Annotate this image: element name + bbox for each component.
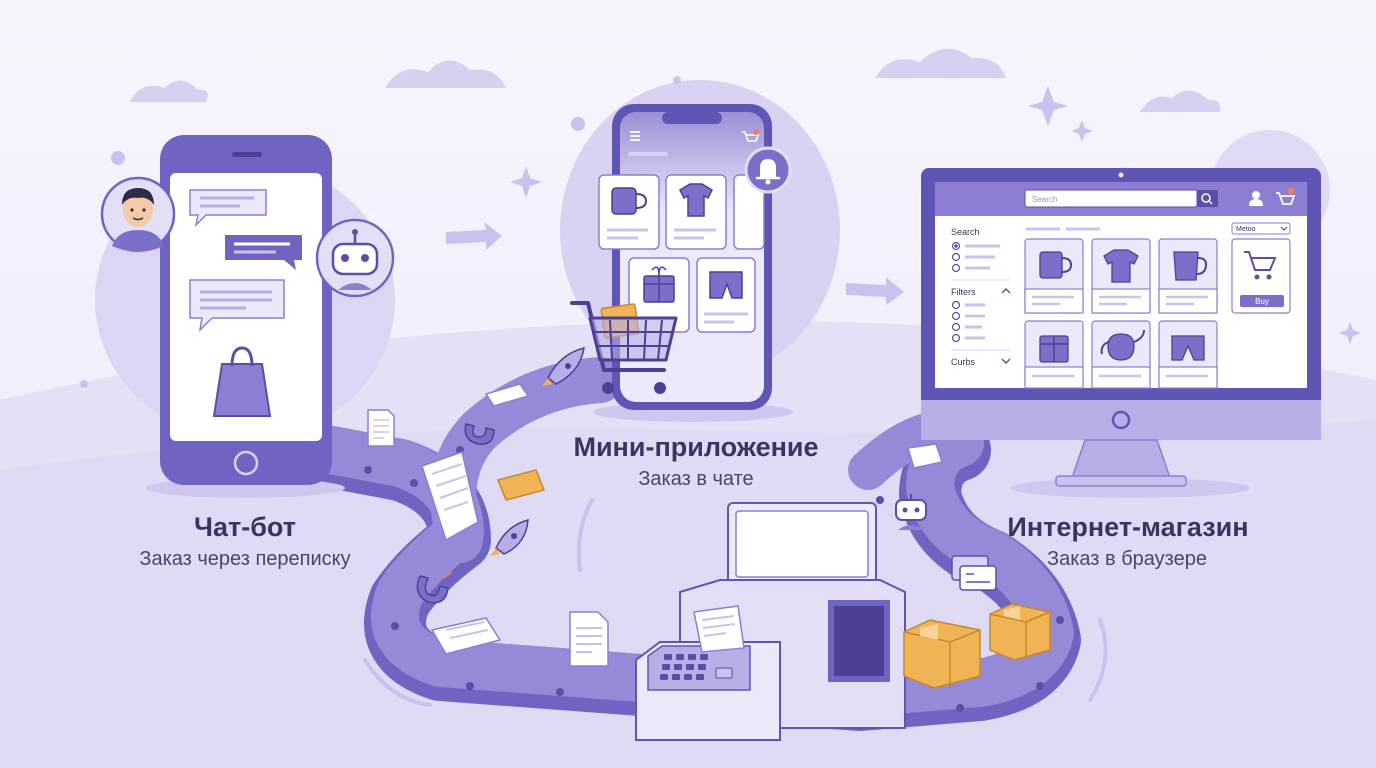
receipt-icon — [693, 605, 745, 653]
rocket-icon — [490, 346, 585, 556]
receipt-long-icon — [421, 451, 479, 542]
product-card — [1091, 320, 1151, 389]
product-card — [1091, 238, 1151, 314]
magnet-icon — [416, 423, 495, 604]
miniapp-title: Мини-приложение — [573, 432, 819, 462]
select-chevron-icon — [1280, 226, 1288, 231]
miniapp-phone — [593, 104, 793, 422]
keypad-icon — [660, 654, 733, 680]
search-icon — [1201, 193, 1213, 205]
shopping-cart-icon — [570, 301, 678, 394]
buy-button[interactable] — [1240, 295, 1284, 307]
product-card — [696, 257, 756, 333]
arrow-right-icon — [446, 222, 904, 305]
user-icon — [1249, 191, 1263, 206]
product-card — [628, 257, 690, 333]
robot-small-icon — [895, 494, 927, 530]
chatbot-subtitle: Заказ через переписку — [139, 548, 351, 570]
sidebar-search-heading: Search — [951, 227, 980, 237]
sidebar-filters-heading[interactable]: Filters — [951, 287, 976, 297]
document-icon — [367, 409, 609, 667]
checkout-machine — [635, 502, 906, 741]
card-icon — [430, 383, 997, 655]
robot-avatar-icon — [315, 218, 395, 298]
sparkle-icon — [510, 86, 1361, 344]
cart-icon — [1276, 192, 1296, 205]
search-input[interactable]: Search — [1032, 195, 1057, 204]
bell-icon — [744, 146, 792, 194]
chevron-up-icon — [1001, 288, 1011, 294]
user-avatar — [100, 176, 176, 252]
chatbot-title: Чат-бот — [194, 512, 296, 542]
product-card — [598, 174, 660, 250]
sidebar-filters — [951, 241, 1011, 364]
webstore-subtitle: Заказ в браузере — [1047, 548, 1207, 570]
product-card — [1024, 238, 1084, 314]
menu-icon — [630, 131, 640, 141]
desktop-monitor — [921, 168, 1321, 498]
chevron-down-icon — [1001, 358, 1011, 364]
buy-button-label[interactable]: Buy — [1255, 297, 1269, 306]
miniapp-subtitle: Заказ в чате — [638, 468, 754, 490]
dot-decor — [80, 76, 681, 388]
product-card-featured — [1231, 238, 1291, 314]
shopping-bag-icon — [212, 346, 272, 417]
curved-arrow-icon — [363, 498, 1108, 707]
cloud-icon — [130, 48, 1221, 112]
product-card — [1158, 320, 1218, 389]
webstore-title: Интернет-магазин — [1007, 512, 1249, 542]
product-card — [1024, 320, 1084, 389]
chatbot-phone — [145, 135, 345, 498]
package-box-icon — [903, 603, 1051, 689]
product-card — [1158, 238, 1218, 314]
product-card — [665, 174, 727, 250]
sidebar-curbs-heading[interactable]: Curbs — [951, 357, 976, 367]
sort-select[interactable]: Metoo — [1236, 226, 1256, 233]
chat-bubble-icon — [189, 189, 302, 333]
